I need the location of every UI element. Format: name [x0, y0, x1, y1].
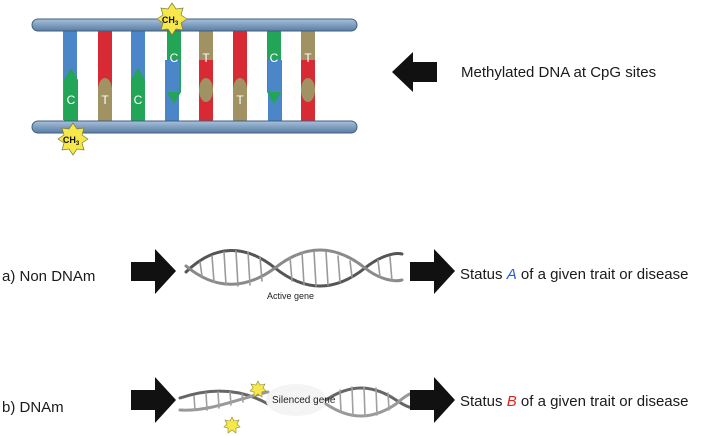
- backbone-bottom: [31, 120, 358, 134]
- base-letter: T: [304, 51, 312, 65]
- methyl-star-icon: [156, 2, 188, 36]
- rung-green-bottom-1: [64, 80, 78, 122]
- arrow-left-icon: [392, 52, 437, 92]
- arrow-right-icon: [131, 377, 176, 423]
- row-label-dnam: b) DNAm: [2, 399, 64, 416]
- methyl-group-top: CH3: [156, 2, 188, 36]
- status-a-text: Status A of a given trait or disease: [460, 266, 689, 283]
- row-b-graphics: [131, 377, 455, 434]
- rung-blue-3: [165, 60, 179, 122]
- rung-tip-green-1: [64, 68, 78, 80]
- rung-tip-green-2: [131, 68, 145, 80]
- base-letter: C: [270, 51, 279, 65]
- methyl-group-bottom: CH3: [57, 122, 89, 156]
- svg-text:CH3: CH3: [162, 15, 179, 27]
- status-letter-b: B: [506, 393, 517, 410]
- rung-tip-green-3: [167, 92, 181, 104]
- methyl-star-icon: [249, 380, 267, 398]
- base-letter: T: [236, 93, 244, 107]
- row-a-graphics: [131, 248, 455, 294]
- arrow-right-icon: [410, 377, 455, 423]
- row-label-non-dnam: a) Non DNAm: [2, 268, 96, 285]
- backbone-top: [31, 18, 358, 32]
- methylated-dna-ladder: C T C C T T C T CH3 CH3: [31, 2, 437, 156]
- gene-caption-silenced: Silenced gene: [272, 395, 336, 406]
- methyl-star-icon: [223, 416, 241, 434]
- rung-tip-green-4: [267, 92, 281, 104]
- gene-caption-active: Active gene: [267, 291, 315, 301]
- base-letter: T: [101, 93, 109, 107]
- rung-tip-tan-2: [199, 78, 213, 102]
- status-b-text: Status B of a given trait or disease: [460, 393, 689, 410]
- active-helix-icon: [184, 248, 404, 288]
- methyl-star-icon: [57, 122, 89, 156]
- base-letter: C: [67, 93, 76, 107]
- silenced-helix-icon: [178, 380, 416, 434]
- base-letter: C: [134, 93, 143, 107]
- arrow-right-icon: [131, 249, 176, 294]
- rung-red-1: [98, 30, 112, 92]
- base-letter: T: [202, 51, 210, 65]
- methylation-caption: Methylated DNA at CpG sites: [461, 64, 657, 81]
- rung-tip-tan-3: [233, 78, 247, 102]
- base-letter: C: [170, 51, 179, 65]
- rung-tip-tan-4: [301, 78, 315, 102]
- arrow-right-icon: [410, 249, 455, 294]
- svg-text:CH3: CH3: [63, 135, 80, 147]
- rung-tip-tan-1: [98, 78, 112, 102]
- rung-green-bottom-2: [131, 80, 145, 122]
- rung-blue-4: [268, 60, 282, 122]
- status-letter-a: A: [506, 266, 517, 283]
